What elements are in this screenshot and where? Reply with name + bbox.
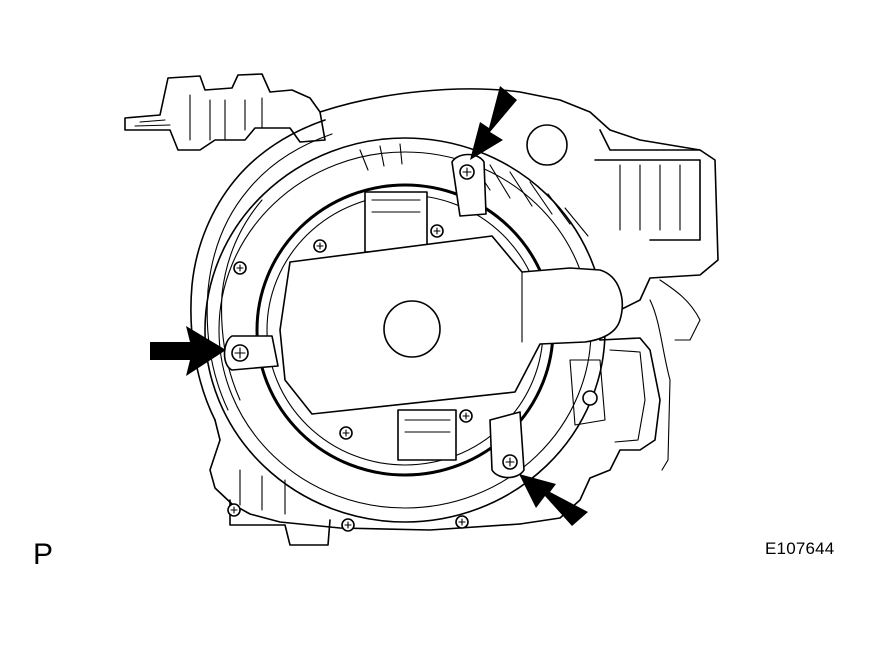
black-arrow-icon: [519, 474, 588, 526]
blower-motor: [279, 191, 623, 461]
duct-port: [526, 124, 568, 166]
screw-icon: [313, 239, 327, 253]
screws: [227, 164, 598, 532]
screw-icon: [227, 503, 241, 517]
screw-icon: [582, 390, 598, 406]
black-arrow-icon: [150, 326, 226, 376]
screw-icon: [233, 261, 247, 275]
figure-id: E107644: [765, 539, 835, 558]
screw-icon: [231, 344, 249, 362]
black-arrow-icon: [470, 86, 517, 160]
screw-icon: [459, 409, 473, 423]
view-letter: P: [33, 538, 54, 571]
screw-icon: [459, 164, 475, 180]
pointer-arrows: [150, 86, 588, 526]
screw-icon: [502, 454, 518, 470]
screw-icon: [339, 426, 353, 440]
screw-icon: [341, 518, 355, 532]
screw-icon: [455, 515, 469, 529]
screw-icon: [430, 224, 444, 238]
